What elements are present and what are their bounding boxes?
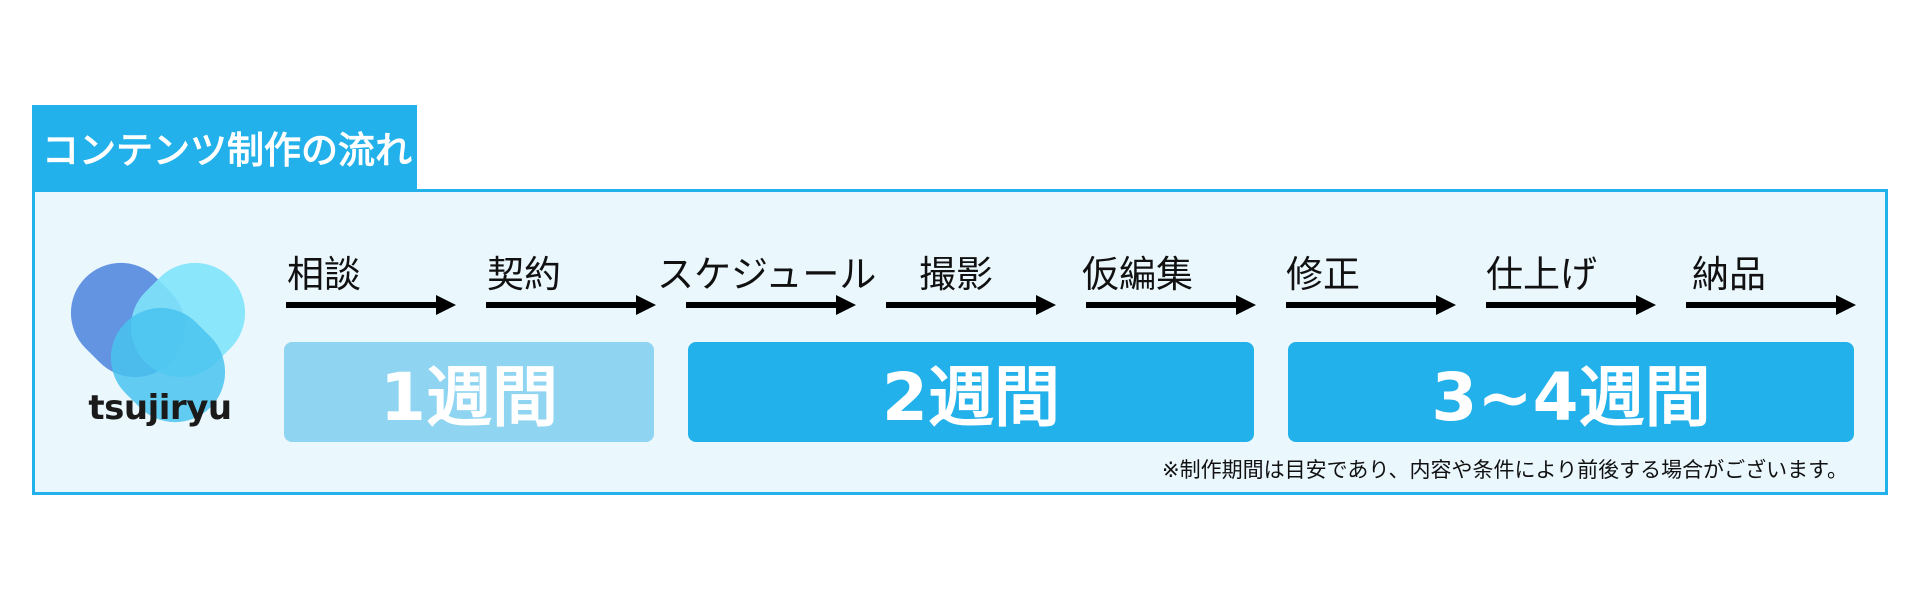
step-label-shooting: 撮影: [919, 253, 993, 296]
arrow-right-icon: [686, 295, 856, 315]
step-label-schedule: スケジュール: [657, 253, 877, 296]
arrow-right-icon: [486, 295, 656, 315]
step-label-consult: 相談: [287, 253, 361, 296]
arrow-right-icon: [1086, 295, 1256, 315]
step-label-delivery: 納品: [1692, 253, 1766, 296]
arrow-right-icon: [1686, 295, 1856, 315]
phase-bar-3-4-weeks: 3~4週間: [1288, 342, 1854, 442]
phase-bar-2-weeks: 2週間: [688, 342, 1254, 442]
footnote: ※制作期間は目安であり、内容や条件により前後する場合がございます。: [1161, 458, 1848, 482]
step-label-rough-edit: 仮編集: [1082, 253, 1193, 296]
page-title: コンテンツ制作の流れ: [32, 105, 417, 189]
step-label-contract: 契約: [487, 253, 561, 296]
step-label-finishing: 仕上げ: [1486, 253, 1597, 296]
arrow-right-icon: [886, 295, 1056, 315]
phase-bar-1-week: 1週間: [284, 342, 654, 442]
step-label-revision: 修正: [1286, 253, 1360, 296]
arrow-right-icon: [1486, 295, 1656, 315]
arrow-right-icon: [286, 295, 456, 315]
arrow-right-icon: [1286, 295, 1456, 315]
heart-logo-icon: [70, 262, 245, 423]
logo-wordmark: tsujiryu: [88, 388, 232, 428]
